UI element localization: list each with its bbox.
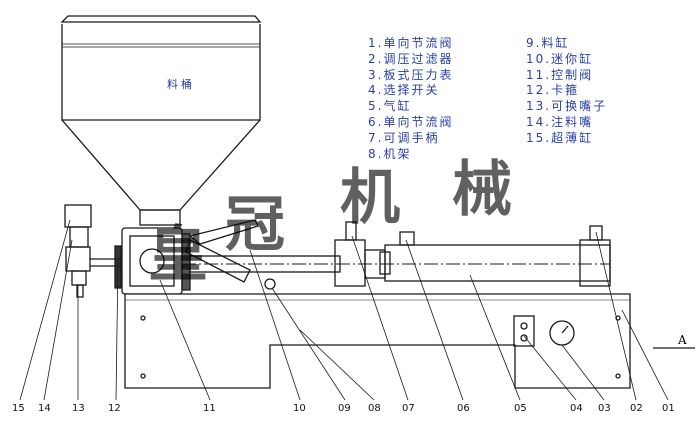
legend-item-13: 13.可换嘴子 <box>526 99 608 114</box>
watermark-char-2: 冠 <box>225 190 285 260</box>
legend-item-9: 9.料缸 <box>526 36 570 50</box>
hopper-neck <box>139 209 181 226</box>
watermark-char-3: 机 <box>340 163 400 233</box>
callout-04: 04 <box>570 403 583 414</box>
callout-15: 15 <box>12 403 25 414</box>
legend-item-10: 10.迷你缸 <box>526 51 594 66</box>
callout-13: 13 <box>72 403 85 414</box>
legend-item-15: 15.超薄缸 <box>526 130 594 145</box>
callout-08: 08 <box>368 403 381 414</box>
parts-legend: 1.单向节流阀 2.调压过滤器 3.板式压力表 4.选择开关 5.气缸 6.单向… <box>368 36 688 186</box>
callout-12: 12 <box>108 403 121 414</box>
view-label: A <box>678 333 687 347</box>
selector-switch <box>513 315 535 347</box>
legend-item-4: 4.选择开关 <box>368 83 440 98</box>
callout-01: 01 <box>662 403 675 414</box>
legend-item-2: 2.调压过滤器 <box>368 51 454 66</box>
adjustable-handle <box>188 219 259 245</box>
callout-11: 11 <box>203 403 216 414</box>
legend-item-11: 11.控制阀 <box>526 67 594 82</box>
callout-09: 09 <box>338 403 351 414</box>
callout-10: 10 <box>293 403 306 414</box>
callout-14: 14 <box>38 403 51 414</box>
callout-05: 05 <box>514 403 527 414</box>
legend-item-3: 3.板式压力表 <box>368 67 454 82</box>
hopper-label: 料桶 <box>167 78 195 91</box>
legend-item-1: 1.单向节流阀 <box>368 36 454 50</box>
hopper-body <box>61 24 261 121</box>
legend-item-12: 12.卡箍 <box>526 83 580 98</box>
legend-item-14: 14.注料嘴 <box>526 114 594 129</box>
legend-item-7: 7.可调手柄 <box>368 130 440 145</box>
legend-item-6: 6.单向节流阀 <box>368 114 454 129</box>
legend-item-5: 5.气缸 <box>368 99 412 114</box>
legend-item-8: 8.机架 <box>368 146 412 161</box>
watermark-char-1: 皇 <box>148 220 208 290</box>
callout-03: 03 <box>598 403 611 414</box>
machine-frame <box>124 293 631 389</box>
hopper-lid <box>60 15 262 23</box>
callout-06: 06 <box>457 403 470 414</box>
callout-07: 07 <box>402 403 415 414</box>
callout-02: 02 <box>630 403 643 414</box>
watermark-char-4: 械 <box>452 155 512 225</box>
